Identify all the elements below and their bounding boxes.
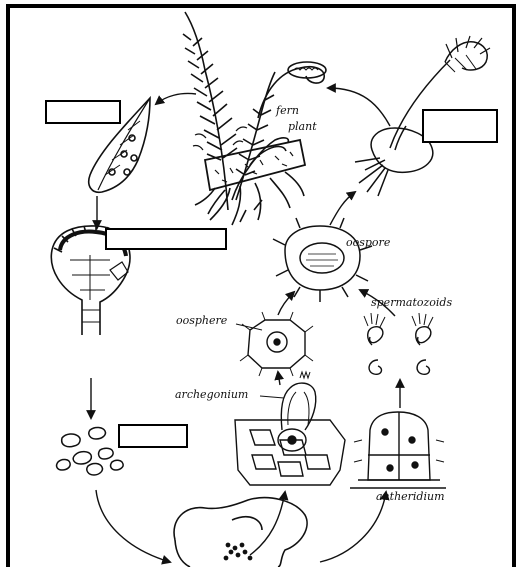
blank-label-box-sporangium[interactable] bbox=[106, 229, 226, 249]
arrow-spores-to-prothallus bbox=[96, 490, 170, 562]
outer-frame bbox=[8, 6, 514, 567]
arrow-archegonium-to-oosphere bbox=[278, 372, 280, 385]
label-oospore: oospore bbox=[346, 236, 391, 249]
blank-label-box-spores[interactable] bbox=[119, 425, 187, 447]
prothallus-drawing bbox=[174, 498, 307, 567]
label-plant: plant bbox=[288, 120, 317, 133]
blank-label-box-young-sporophyte[interactable] bbox=[423, 110, 497, 142]
arrow-oosphere-to-oospore bbox=[278, 292, 294, 315]
label-archegonium: archegonium bbox=[175, 388, 248, 401]
fern-plant-drawing bbox=[183, 12, 326, 225]
blank-label-box-sporophyll[interactable] bbox=[46, 101, 120, 123]
spermatozoids-drawing bbox=[364, 313, 433, 374]
label-oosphere: oosphere bbox=[176, 314, 228, 327]
oosphere-drawing bbox=[240, 312, 313, 376]
antheridium-drawing bbox=[350, 412, 446, 488]
arrow-fern-to-sporophyll bbox=[156, 93, 196, 104]
label-antheridium: antheridium bbox=[376, 490, 445, 503]
leader-archegonium bbox=[260, 396, 284, 398]
arrow-prothallus-to-archegonium bbox=[250, 492, 285, 555]
oospore-drawing bbox=[273, 218, 372, 302]
label-spermatozoids: spermatozoids bbox=[371, 296, 452, 309]
arrow-sporophyte-to-fern bbox=[328, 88, 390, 126]
spores-drawing bbox=[57, 427, 124, 475]
archegonium-drawing bbox=[235, 372, 345, 485]
label-fern: fern bbox=[275, 104, 299, 117]
